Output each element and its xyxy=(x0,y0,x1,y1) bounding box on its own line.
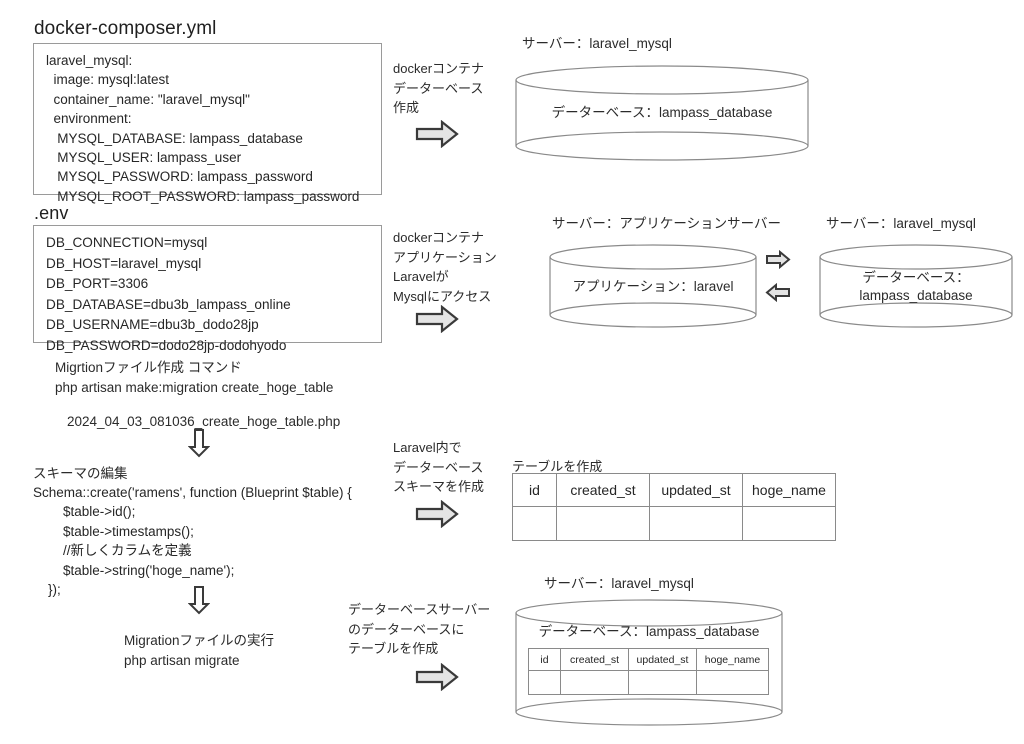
env-line: DB_PASSWORD=dodo28jp-dodohyodo xyxy=(46,337,287,353)
db-table-cell xyxy=(560,670,629,695)
env-line: DB_PORT=3306 xyxy=(46,276,149,291)
server-label-app-server: サーバー：アプリケーションサーバー xyxy=(552,216,781,231)
created-table-header-cell: created_st xyxy=(556,473,650,507)
env-line: DB_HOST=laravel_mysql xyxy=(46,255,202,271)
annotation-schema-in-laravel: Laravel内で データーベース スキーマを作成 xyxy=(393,440,485,494)
server-label-mysql-top: サーバー：laravel_mysql xyxy=(522,36,672,51)
docker-compose-title: docker-composer.yml xyxy=(34,18,217,39)
schema-line: $table->id(); xyxy=(33,504,136,520)
cylinder-mysql-mid: データーベース： lampass_database xyxy=(818,243,1014,329)
cylinder-app-server: アプリケーション：laravel xyxy=(548,243,758,329)
db-table-cell xyxy=(628,670,697,695)
schema-line: Schema::create('ramens', function (Bluep… xyxy=(33,485,352,500)
migration-generated-file: 2024_04_03_081036_create_hoge_table.php xyxy=(67,414,341,429)
db-table-cell xyxy=(528,670,561,695)
env-line: DB_USERNAME=dbu3b_dodo28jp xyxy=(46,317,259,332)
docker-compose-line: container_name: "laravel_mysql" xyxy=(46,91,250,107)
created-table-cell xyxy=(649,506,743,541)
schema-line: $table->timestamps(); xyxy=(33,523,194,539)
server-label-mysql-mid: サーバー：laravel_mysql xyxy=(826,216,976,231)
env-title: .env xyxy=(34,203,69,223)
migration-run-note: Migrationファイルの実行 php artisan migrate xyxy=(124,633,275,668)
arrow-right-icon-laravel-access xyxy=(415,304,459,338)
cylinder-body-app-server: アプリケーション：laravel xyxy=(572,279,734,294)
migration-command-note: Migrtionファイル作成 コマンド php artisan make:mig… xyxy=(55,360,334,395)
env-line: DB_DATABASE=dbu3b_lampass_online xyxy=(46,296,291,312)
annotation-create-db: dockerコンテナ データーベース 作成 xyxy=(393,61,485,115)
created-table-cell xyxy=(556,506,650,541)
created-table-cell xyxy=(512,506,557,541)
docker-compose-line: image: mysql:latest xyxy=(46,72,170,88)
created-table-header-cell: id xyxy=(512,473,557,507)
db-table-header-cell: created_st xyxy=(560,648,629,671)
arrow-right-icon-app-to-db xyxy=(765,249,791,274)
arrow-down-icon-2 xyxy=(187,585,211,620)
arrow-left-icon-db-to-app xyxy=(765,282,791,307)
docker-compose-line: environment: xyxy=(46,111,132,127)
created-table-row xyxy=(512,506,836,541)
schema-heading: スキーマの編集 xyxy=(33,466,128,481)
schema-line: //新しくカラムを定義 xyxy=(33,543,192,559)
schema-line: }); xyxy=(33,582,61,598)
cylinder-body-mysql-mid: データーベース： lampass_database xyxy=(859,270,973,303)
cylinder-body-mysql-bottom: データーベース：lampass_database xyxy=(538,624,760,639)
db-table-header-cell: updated_st xyxy=(628,648,697,671)
docker-compose-line: MYSQL_DATABASE: lampass_database xyxy=(46,130,303,146)
created-table-cell xyxy=(742,506,836,541)
docker-compose-line: MYSQL_PASSWORD: lampass_password xyxy=(46,169,313,185)
docker-compose-line: MYSQL_USER: lampass_user xyxy=(46,150,242,166)
docker-compose-line: MYSQL_ROOT_PASSWORD: lampass_password xyxy=(46,188,360,204)
cylinder-body-mysql-top: データーベース：lampass_database xyxy=(551,105,773,120)
cylinder-mysql-top: データーベース：lampass_database xyxy=(514,64,810,162)
env-line: DB_CONNECTION=mysql xyxy=(46,235,208,250)
annotation-laravel-access: dockerコンテナ アプリケーション Laravelが Mysqlにアクセス xyxy=(393,230,497,304)
schema-code-block: Schema::create('ramens', function (Bluep… xyxy=(33,483,352,599)
arrow-down-icon-1 xyxy=(187,428,211,463)
annotation-create-table-in-db: データーベースサーバー のデーターベースに テーブルを作成 xyxy=(348,602,491,656)
created-table-header-cell: hoge_name xyxy=(742,473,836,507)
arrow-right-icon-schema xyxy=(415,499,459,533)
arrow-right-icon-create-table xyxy=(415,662,459,696)
server-label-mysql-bottom: サーバー：laravel_mysql xyxy=(544,576,694,591)
created-table-header-cell: updated_st xyxy=(649,473,743,507)
docker-compose-line: laravel_mysql: xyxy=(46,53,133,68)
db-table-cell xyxy=(696,670,769,695)
table-caption: テーブルを作成 xyxy=(512,459,603,474)
cylinder-mysql-bottom: データーベース：lampass_database xyxy=(514,598,784,729)
docker-compose-code-box: laravel_mysql: image: mysql:latest conta… xyxy=(33,43,382,204)
db-table-header-cell: id xyxy=(528,648,561,671)
arrow-right-icon-create-db xyxy=(415,119,459,153)
db-table-header-cell: hoge_name xyxy=(696,648,769,671)
schema-line: $table->string('hoge_name'); xyxy=(33,562,235,578)
db-table-row xyxy=(528,670,769,695)
